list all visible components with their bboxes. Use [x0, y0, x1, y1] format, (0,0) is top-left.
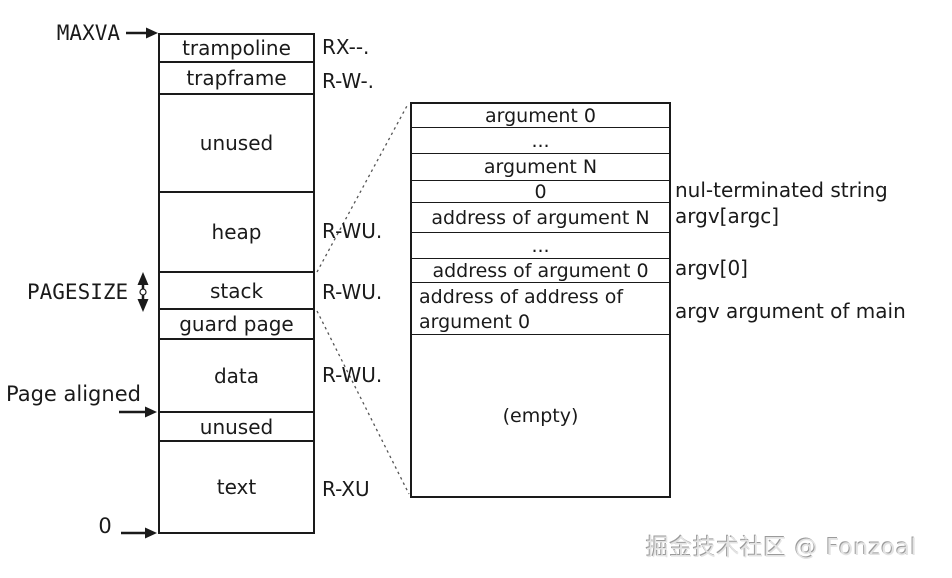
stack-row-label: ... [531, 234, 550, 257]
zero-arrow-icon [121, 527, 157, 539]
perm-stack: R-WU. [322, 280, 383, 304]
region-label: unused [199, 131, 274, 155]
page-aligned-label: Page aligned [6, 382, 141, 406]
stack-row-argument-0: argument 0 [412, 104, 669, 128]
stack-row-address-of-argument-n: address of argument N [412, 203, 669, 233]
annotation-argv-argc: argv[argc] [675, 204, 780, 228]
stack-row-address-of-address-of-argument-0: address of address of argument 0 [412, 283, 669, 335]
stack-row-label: address of argument N [431, 206, 650, 229]
pagesize-label: PAGESIZE [27, 280, 129, 304]
watermark-text: 掘金技术社区 @ Fonzoal [646, 535, 918, 561]
stack-row-ellipsis-addresses: ... [412, 233, 669, 259]
stack-row-argument-n: argument N [412, 154, 669, 181]
stack-row-label: address of argument 0 [432, 259, 649, 282]
region-label: trampoline [182, 36, 291, 60]
memory-map-box: trampoline trapframe unused heap stack g… [158, 33, 315, 534]
region-label: trapframe [186, 66, 287, 90]
stack-row-label: address of address of argument 0 [419, 286, 624, 333]
perm-trapframe: R-W-. [322, 69, 375, 93]
region-label: data [213, 363, 260, 388]
region-text: text [160, 442, 313, 532]
region-trampoline: trampoline [160, 35, 313, 63]
annotation-nul-terminated-string: nul-terminated string [675, 178, 888, 202]
zero-address-label: 0 [98, 514, 112, 538]
page-aligned-arrow-icon [119, 406, 157, 418]
annotation-argv-argument-of-main: argv argument of main [675, 299, 906, 323]
stack-row-ellipsis-args: ... [412, 128, 669, 154]
perm-heap: R-WU. [322, 219, 383, 243]
stack-zoom-connector-top [316, 103, 409, 273]
maxva-label: MAXVA [56, 21, 120, 45]
maxva-arrow-icon [126, 27, 158, 39]
annotation-argv-0: argv[0] [675, 256, 748, 280]
region-label: unused [199, 414, 274, 439]
stack-row-label: 0 [534, 181, 547, 203]
region-stack: stack [160, 273, 313, 310]
region-label: stack [209, 278, 264, 303]
perm-trampoline: RX--. [322, 35, 370, 59]
stack-detail-box: argument 0 ... argument N 0 address of a… [410, 102, 671, 498]
stack-row-address-of-argument-0: address of argument 0 [412, 259, 669, 283]
stack-row-zero: 0 [412, 181, 669, 203]
stack-row-empty: (empty) [412, 335, 669, 496]
perm-text: R-XU [322, 477, 370, 501]
stack-row-label: argument 0 [484, 104, 597, 127]
region-label: guard page [179, 312, 294, 336]
region-guard-page: guard page [160, 310, 313, 340]
region-trapframe: trapframe [160, 63, 313, 95]
stack-zoom-connector-bottom [316, 310, 410, 495]
stack-row-label: argument N [483, 156, 598, 178]
region-unused-lower: unused [160, 413, 313, 442]
perm-data: R-WU. [322, 363, 383, 387]
pagesize-double-arrow-icon [137, 272, 149, 312]
region-label: text [216, 475, 257, 499]
stack-row-label: ... [531, 129, 550, 152]
region-unused-upper: unused [160, 95, 313, 193]
region-data: data [160, 340, 313, 413]
region-heap: heap [160, 193, 313, 273]
region-label: heap [211, 220, 262, 244]
stack-row-label: (empty) [502, 404, 579, 427]
